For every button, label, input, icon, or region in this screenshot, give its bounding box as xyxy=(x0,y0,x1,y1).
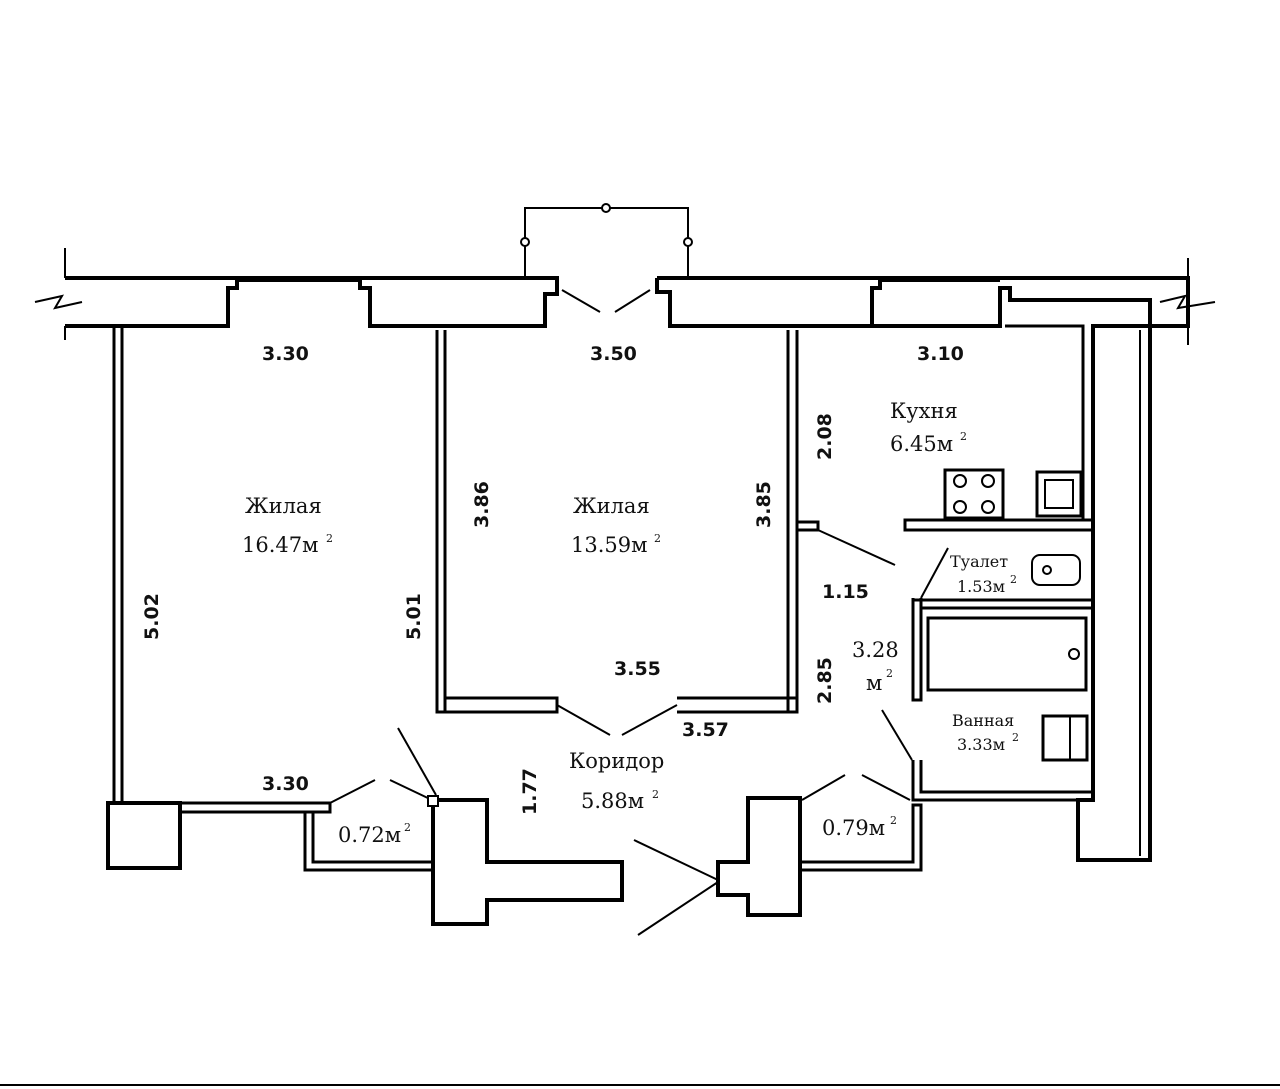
dim-3-85: 3.85 xyxy=(753,481,775,528)
svg-text:5.88м: 5.88м xyxy=(581,789,644,813)
svg-text:2: 2 xyxy=(960,430,967,443)
dim-3-10: 3.10 xyxy=(917,343,964,365)
svg-text:Жилая: Жилая xyxy=(573,494,650,518)
room-storage1-label: 0.72м 2 xyxy=(338,821,411,847)
svg-text:13.59м: 13.59м xyxy=(571,533,647,557)
room-living1-label: Жилая 16.47м 2 xyxy=(242,494,333,557)
exterior-wall-right xyxy=(655,258,1216,345)
dim-3-55: 3.55 xyxy=(614,658,661,680)
dim-5-01: 5.01 xyxy=(403,593,425,640)
svg-text:1.53м: 1.53м xyxy=(957,577,1005,596)
svg-text:3.28: 3.28 xyxy=(852,638,899,662)
svg-text:6.45м: 6.45м xyxy=(890,432,953,456)
dim-3-30-bottom: 3.30 xyxy=(262,773,309,795)
corridor-bottom-walls xyxy=(303,774,923,936)
room-living2-label: Жилая 13.59м 2 xyxy=(571,494,661,557)
dim-1-77: 1.77 xyxy=(519,768,541,815)
left-room-walls xyxy=(106,326,447,870)
bathroom-block xyxy=(881,547,1095,802)
svg-text:2: 2 xyxy=(1012,731,1019,744)
room-storage2-label: 0.79м 2 xyxy=(822,814,897,840)
svg-text:2: 2 xyxy=(654,532,661,545)
svg-text:Жилая: Жилая xyxy=(245,494,322,518)
svg-text:2: 2 xyxy=(1010,573,1017,586)
svg-text:Коридор: Коридор xyxy=(569,749,664,773)
svg-text:2: 2 xyxy=(652,788,659,801)
room-hall-label: 3.28 м 2 xyxy=(852,638,899,695)
dim-2-08: 2.08 xyxy=(814,413,836,460)
svg-text:0.79м: 0.79м xyxy=(822,816,885,840)
room-bath-label: Ванная 3.33м 2 xyxy=(952,711,1019,754)
dim-3-57: 3.57 xyxy=(682,719,729,741)
exterior-wall-left xyxy=(34,248,559,340)
dim-5-02: 5.02 xyxy=(141,593,163,640)
svg-text:Кухня: Кухня xyxy=(890,399,958,423)
svg-text:16.47м: 16.47м xyxy=(242,533,318,557)
dim-1-15: 1.15 xyxy=(822,581,869,603)
svg-text:2: 2 xyxy=(886,667,893,680)
svg-text:Туалет: Туалет xyxy=(950,552,1008,571)
svg-text:м: м xyxy=(866,671,882,695)
room-kitchen-label: Кухня 6.45м 2 xyxy=(890,399,967,456)
dim-3-30-top: 3.30 xyxy=(262,343,309,365)
svg-text:2: 2 xyxy=(326,532,333,545)
svg-text:2: 2 xyxy=(890,814,897,827)
svg-text:Ванная: Ванная xyxy=(952,711,1014,730)
svg-text:3.33м: 3.33м xyxy=(957,735,1005,754)
room-corridor-label: Коридор 5.88м 2 xyxy=(569,749,664,813)
svg-text:0.72м: 0.72м xyxy=(338,823,401,847)
balcony xyxy=(520,203,693,313)
dim-3-50: 3.50 xyxy=(590,343,637,365)
svg-text:2: 2 xyxy=(404,821,411,834)
room-toilet-label: Туалет 1.53м 2 xyxy=(950,552,1017,596)
dim-2-85: 2.85 xyxy=(814,657,836,704)
kitchen-walls xyxy=(797,324,1152,862)
dim-3-86: 3.86 xyxy=(471,481,493,528)
